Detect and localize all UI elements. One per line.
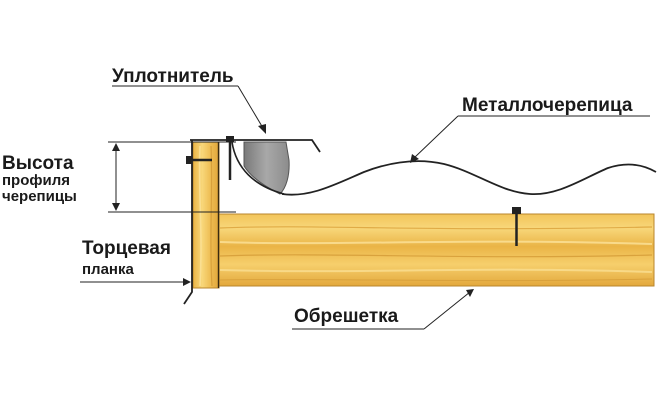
profile-height-label-line1: Высота <box>2 153 74 174</box>
seal-label: Уплотнитель <box>112 66 234 87</box>
end-plank-label-line1: Торцевая <box>82 238 171 259</box>
screw-icon <box>226 136 234 180</box>
profile-height-label-line3: черепицы <box>2 188 77 205</box>
metal-tile-leader <box>410 115 650 163</box>
screw-icon <box>186 156 212 164</box>
end-plank-leader <box>80 278 191 286</box>
batten-label: Обрешетка <box>294 306 399 327</box>
metal-tile-wave <box>281 160 657 196</box>
seal-shape <box>243 141 290 195</box>
metal-tile-label: Металлочерепица <box>462 95 633 116</box>
end-plank-strip <box>183 140 193 305</box>
seal-leader <box>112 85 266 134</box>
profile-height-label-line2: профиля <box>2 172 70 189</box>
batten-leader <box>292 289 474 330</box>
screw-icon <box>512 207 521 246</box>
profile-height-dimension <box>108 141 236 213</box>
end-plank-label-line2: планка <box>82 261 134 278</box>
batten-board <box>217 213 655 287</box>
vertical-board <box>192 141 220 289</box>
